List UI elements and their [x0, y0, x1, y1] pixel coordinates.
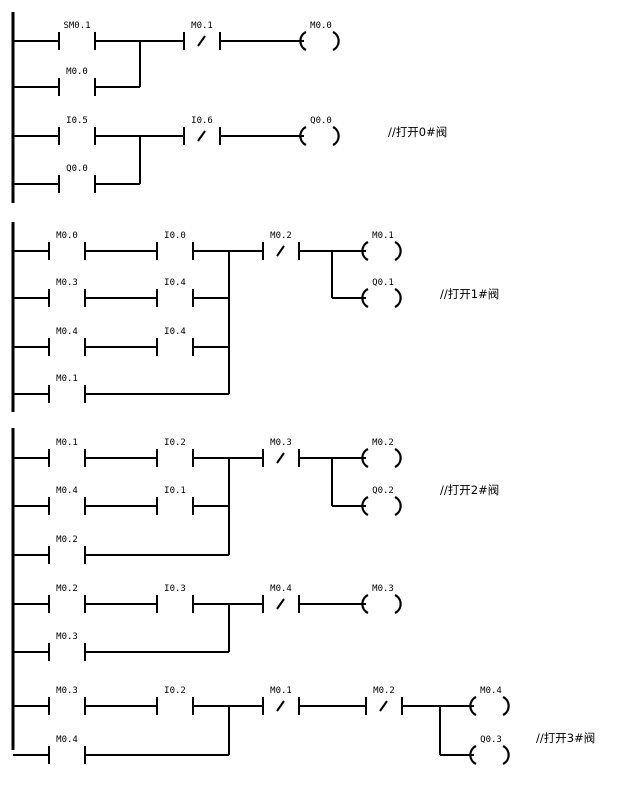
contact-label: M0.4: [56, 486, 78, 496]
coil-arc-left: [361, 448, 369, 468]
contact-label: I0.1: [164, 486, 186, 496]
coil-arc-right: [502, 696, 510, 716]
contact-label: M0.4: [270, 584, 292, 594]
coil-arc-left: [361, 241, 369, 261]
coil-arc-left: [299, 31, 307, 51]
normally-closed-slash: [197, 35, 206, 47]
contact-label: M0.2: [270, 231, 292, 241]
contact-label: I0.4: [164, 327, 186, 337]
coil-label: M0.0: [310, 21, 332, 31]
contact-label: I0.2: [164, 686, 186, 696]
contact-label: M0.3: [270, 438, 292, 448]
contact-label: I0.6: [191, 116, 213, 126]
coil-label: Q0.2: [372, 486, 394, 496]
coil-label: Q0.1: [372, 278, 394, 288]
contact-label: I0.0: [164, 231, 186, 241]
contact-label: I0.2: [164, 438, 186, 448]
contact-label: M0.1: [191, 21, 213, 31]
contact-label: M0.3: [56, 278, 78, 288]
contact-label: M0.0: [56, 231, 78, 241]
coil-label: M0.1: [372, 231, 394, 241]
coil-arc-right: [332, 31, 340, 51]
contact-label: M0.2: [56, 535, 78, 545]
coil-arc-right: [394, 448, 402, 468]
contact-label: M0.0: [66, 67, 88, 77]
coil-label: M0.4: [480, 686, 502, 696]
coil-arc-left: [361, 594, 369, 614]
coil-label: M0.3: [372, 584, 394, 594]
normally-closed-slash: [197, 130, 206, 142]
comment-text: //打开3#阀: [536, 731, 595, 745]
coil-arc-left: [299, 126, 307, 146]
contact-label: M0.4: [56, 327, 78, 337]
normally-closed-slash: [276, 598, 285, 610]
coil-label: Q0.0: [310, 116, 332, 126]
coil-arc-left: [361, 496, 369, 516]
contact-label: M0.2: [373, 686, 395, 696]
contact-label: M0.3: [56, 632, 78, 642]
normally-closed-slash: [276, 700, 285, 712]
coil-arc-right: [394, 594, 402, 614]
contact-label: I0.3: [164, 584, 186, 594]
coil-arc-right: [394, 241, 402, 261]
coil-arc-right: [332, 126, 340, 146]
coil-arc-right: [394, 496, 402, 516]
contact-label: I0.4: [164, 278, 186, 288]
coil-label: Q0.3: [480, 735, 502, 745]
contact-label: M0.4: [56, 735, 78, 745]
normally-closed-slash: [379, 700, 388, 712]
normally-closed-slash: [276, 452, 285, 464]
coil-arc-left: [361, 288, 369, 308]
contact-label: I0.5: [66, 116, 88, 126]
contact-label: M0.2: [56, 584, 78, 594]
coil-arc-right: [502, 745, 510, 765]
comment-text: //打开1#阀: [440, 287, 499, 301]
comment-text: //打开0#阀: [388, 125, 447, 139]
contact-label: M0.1: [56, 438, 78, 448]
contact-label: M0.3: [56, 686, 78, 696]
comment-text: //打开2#阀: [440, 483, 499, 497]
coil-label: M0.2: [372, 438, 394, 448]
coil-arc-right: [394, 288, 402, 308]
coil-arc-left: [469, 745, 477, 765]
contact-label: Q0.0: [66, 164, 88, 174]
contact-label: SM0.1: [63, 21, 90, 31]
contact-label: M0.1: [270, 686, 292, 696]
normally-closed-slash: [276, 245, 285, 257]
contact-label: M0.1: [56, 374, 78, 384]
coil-arc-left: [469, 696, 477, 716]
